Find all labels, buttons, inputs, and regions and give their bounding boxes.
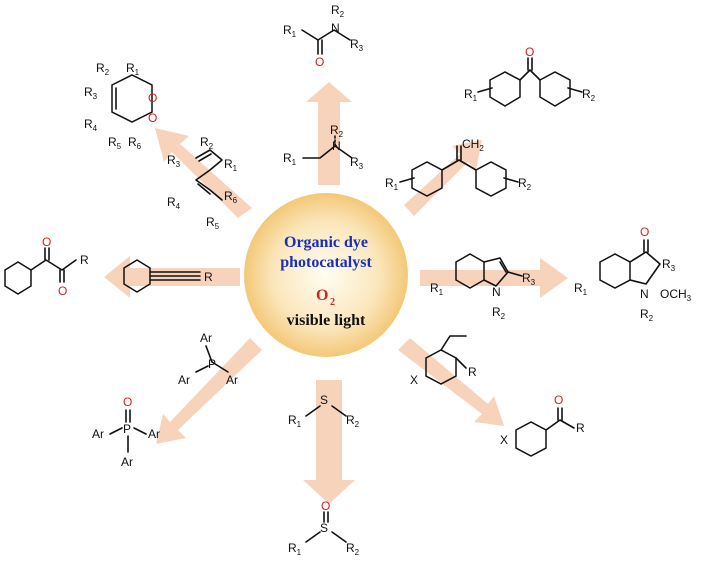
svg-text:R3: R3	[662, 257, 676, 273]
svg-text:O: O	[525, 45, 534, 59]
svg-text:S: S	[320, 521, 328, 535]
substrate-benzyl: R X	[410, 335, 477, 387]
svg-text:R1: R1	[283, 151, 297, 167]
product-aryl-ketone: O R X	[500, 393, 585, 457]
svg-text:R1: R1	[385, 176, 399, 192]
svg-text:R5: R5	[108, 135, 122, 151]
product-phosphine-oxide: O P Ar Ar Ar	[92, 395, 160, 469]
product-diketone: O O R	[4, 235, 89, 298]
svg-text:R3: R3	[84, 85, 98, 101]
svg-text:O: O	[148, 111, 157, 125]
svg-text:R5: R5	[206, 215, 220, 231]
arrow-up-left-dioxine	[155, 128, 252, 218]
oxidant-subscript: 2	[330, 297, 335, 308]
svg-text:O: O	[640, 225, 649, 239]
arrow-down-right-ketone	[398, 338, 504, 426]
product-dioxine: O O R2 R1 R3 R4 R5 R6	[84, 61, 157, 151]
svg-text:X: X	[500, 433, 508, 447]
substrate-indole: N R2 R3 R1	[430, 253, 536, 321]
substrate-phosphine: P Ar Ar Ar	[178, 331, 238, 387]
arrow-down-left-phosphine-oxide	[156, 338, 262, 444]
svg-text:OCH3: OCH3	[660, 287, 692, 303]
svg-text:O: O	[554, 393, 563, 407]
svg-text:R1: R1	[288, 413, 302, 429]
svg-text:R2: R2	[96, 61, 110, 77]
svg-text:R3: R3	[522, 271, 536, 287]
svg-text:R: R	[80, 253, 89, 267]
svg-text:Ar: Ar	[148, 427, 160, 441]
svg-text:O: O	[58, 284, 67, 298]
svg-text:R2: R2	[346, 413, 360, 429]
svg-text:N: N	[640, 287, 649, 301]
product-indolinone: O R3 OCH3 N R2 R1	[574, 225, 692, 323]
svg-text:R2: R2	[331, 3, 345, 19]
svg-text:Ar: Ar	[200, 331, 212, 345]
svg-text:R3: R3	[350, 155, 364, 171]
svg-text:CH2: CH2	[462, 137, 484, 153]
substrate-tertiary-amine: R1 N R2 R3	[283, 123, 364, 171]
svg-text:Ar: Ar	[178, 373, 190, 387]
substrate-diene: R3 R2 R1 R4 R6 R5	[167, 135, 238, 231]
product-benzophenone: O R1 R2	[464, 45, 596, 107]
svg-text:O: O	[148, 91, 157, 105]
svg-text:R: R	[204, 270, 213, 284]
svg-text:R2: R2	[492, 305, 506, 321]
svg-text:N: N	[331, 21, 340, 35]
svg-text:O: O	[42, 235, 51, 249]
svg-text:N: N	[492, 285, 501, 299]
svg-text:R1: R1	[574, 281, 588, 297]
svg-text:R3: R3	[167, 153, 181, 169]
svg-text:R4: R4	[167, 195, 181, 211]
substrate-alkyne: R	[123, 259, 213, 293]
svg-text:O: O	[321, 499, 330, 513]
arrow-up-amide	[306, 82, 352, 185]
arrow-right-indolone	[420, 258, 568, 298]
arrow-left-diketone	[104, 256, 240, 298]
oxidant-label: O	[316, 287, 328, 304]
svg-text:P: P	[208, 357, 216, 371]
catalyst-center: Organic dye photocatalyst O 2 visible li…	[244, 193, 408, 357]
svg-text:R: R	[468, 365, 477, 379]
svg-text:R6: R6	[224, 189, 238, 205]
svg-text:Ar: Ar	[92, 427, 104, 441]
svg-text:R2: R2	[640, 307, 654, 323]
svg-text:R2: R2	[518, 176, 532, 192]
svg-text:O: O	[123, 395, 132, 409]
svg-text:Ar: Ar	[226, 373, 238, 387]
svg-text:X: X	[410, 373, 418, 387]
arrow-down-sulfoxide	[303, 380, 355, 504]
svg-text:R1: R1	[464, 87, 478, 103]
svg-text:R2: R2	[330, 123, 344, 139]
svg-text:N: N	[332, 139, 341, 153]
svg-text:R2: R2	[582, 87, 596, 103]
svg-text:R2: R2	[346, 541, 360, 557]
svg-text:R1: R1	[224, 157, 238, 173]
glow-circle	[244, 193, 408, 357]
svg-text:R1: R1	[288, 541, 302, 557]
product-sulfoxide: O S R1 R2	[288, 499, 360, 557]
svg-text:R4: R4	[84, 117, 98, 133]
substrate-diarylethylene: CH2 R1 R2	[385, 137, 532, 197]
svg-text:R: R	[576, 421, 585, 435]
svg-text:Ar: Ar	[121, 455, 133, 469]
svg-text:R1: R1	[430, 281, 444, 297]
catalyst-line2: photocatalyst	[280, 254, 372, 271]
arrow-up-right-benzophenone	[404, 140, 482, 216]
substrate-sulfide: R1 S R2	[288, 393, 360, 429]
svg-text:S: S	[320, 393, 328, 407]
svg-text:O: O	[315, 55, 324, 69]
catalyst-line1: Organic dye	[284, 234, 368, 251]
svg-text:P: P	[123, 422, 131, 436]
product-amide: R1 N R2 R3 O	[283, 3, 364, 69]
visible-light-label: visible light	[287, 312, 366, 329]
svg-text:R2: R2	[200, 135, 214, 151]
svg-text:R6: R6	[128, 135, 142, 151]
svg-text:R1: R1	[283, 23, 297, 39]
svg-text:R3: R3	[350, 37, 364, 53]
svg-text:R1: R1	[126, 61, 140, 77]
